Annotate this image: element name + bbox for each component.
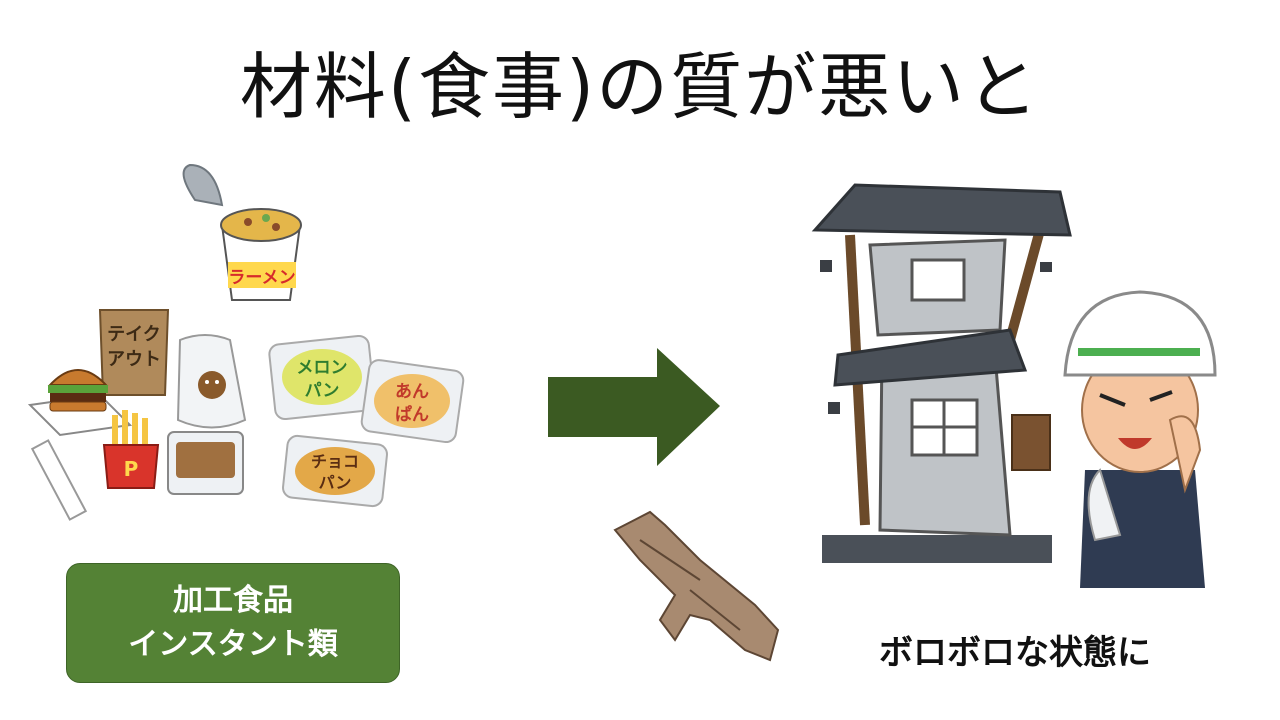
anpan: あん ぱん (360, 359, 465, 444)
melon-label-2: パン (305, 381, 340, 401)
label-line-2: インスタント類 (128, 627, 338, 662)
fries-logo: P (124, 457, 139, 481)
label-line-1: 加工食品 (173, 583, 293, 618)
cup-ramen: ラーメン (182, 163, 302, 301)
bento-box (167, 431, 244, 495)
anpan-label-2: ぱん (395, 404, 429, 425)
french-fries: P (102, 410, 160, 489)
result-caption: ボロボロな状態に (879, 633, 1151, 673)
choco-pan: チョコ パン (282, 434, 388, 508)
anpan-label-1: あん (395, 382, 429, 402)
hamburger (27, 369, 133, 437)
slide-title: 材料(食事)の質が悪いと (239, 45, 1041, 129)
takeout-bag: テイク アウト (98, 309, 170, 396)
chopsticks (30, 439, 88, 521)
melon-label-1: メロン (297, 358, 348, 378)
plastic-bag (176, 334, 247, 429)
melon-pan: メロン パン (268, 334, 376, 421)
choco-label-1: チョコ (311, 452, 359, 471)
takeout-label-2: アウト (107, 349, 161, 370)
choco-label-2: パン (319, 473, 352, 492)
ramen-label: ラーメン (228, 268, 295, 288)
takeout-label-1: テイク (107, 324, 161, 345)
processed-food-label: 加工食品 インスタント類 (66, 563, 400, 683)
